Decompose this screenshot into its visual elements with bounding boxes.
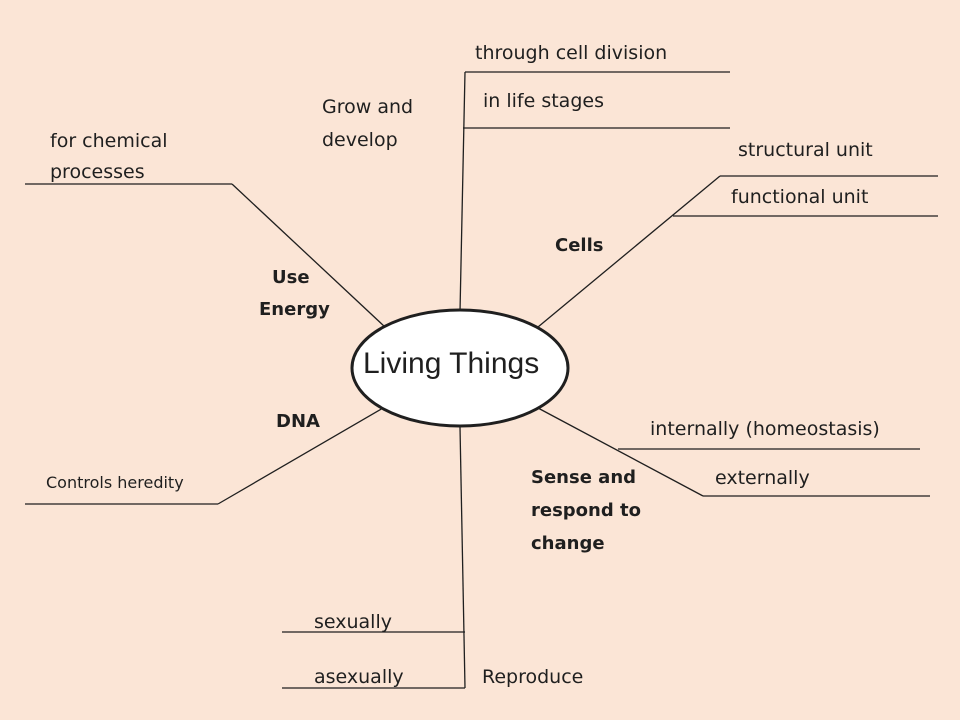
energy-detail: for chemical (50, 130, 168, 152)
center-ellipse (350, 308, 570, 428)
grow-detail: through cell division (475, 42, 668, 64)
reproduce-label: Reproduce (482, 666, 584, 688)
sense-detail: externally (715, 467, 810, 489)
grow-label: develop (322, 129, 398, 151)
sense-label: Sense and (531, 467, 637, 488)
cells-detail: structural unit (738, 139, 873, 161)
sense-label: respond to (531, 500, 641, 521)
energy-label: Energy (259, 299, 330, 320)
cells-detail: functional unit (731, 186, 869, 208)
dna-detail: Controls heredity (46, 473, 184, 492)
reproduce-branch-line (459, 426, 466, 689)
dna-branch-line (217, 407, 384, 505)
reproduce-detail: sexually (314, 611, 392, 633)
reproduce-detail: asexually (314, 666, 404, 688)
energy-detail: processes (50, 161, 145, 183)
energy-branch-line (231, 183, 386, 328)
cells-branch-line (537, 175, 721, 328)
grow-branch-line (459, 71, 466, 313)
grow-detail: in life stages (483, 90, 604, 112)
energy-label: Use (272, 267, 310, 288)
center-label: Living Things (363, 347, 540, 380)
dna-label: DNA (276, 411, 320, 432)
sense-detail: internally (homeostasis) (650, 418, 880, 440)
sense-label: change (531, 533, 605, 554)
cells-label: Cells (555, 235, 604, 256)
grow-label: Grow and (322, 96, 414, 118)
sense-branch-line (537, 407, 704, 497)
